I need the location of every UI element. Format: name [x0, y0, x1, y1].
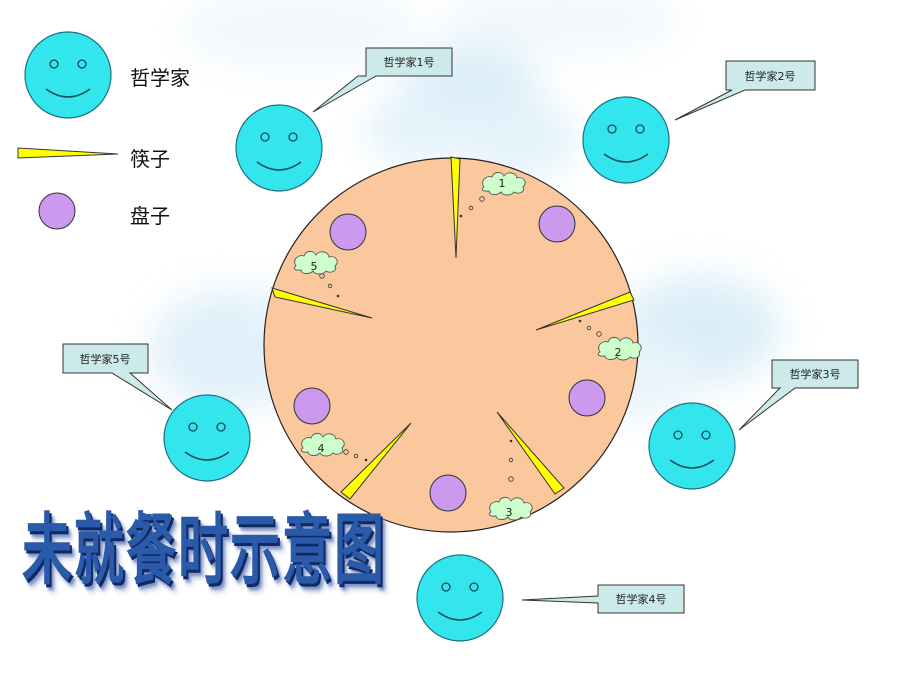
- callout-philosopher-5: 哲学家5号: [62, 343, 173, 411]
- legend-plate-icon: [38, 192, 76, 230]
- legend: [17, 31, 119, 230]
- chopstick-4: [340, 422, 412, 500]
- philosopher-5-face: [163, 394, 251, 482]
- callout-philosopher-2: 哲学家2号: [674, 60, 816, 121]
- callout-label-3: 哲学家3号: [790, 367, 841, 381]
- legend-philosopher-icon: [24, 31, 112, 119]
- callout-label-1: 哲学家1号: [384, 55, 435, 69]
- callout-philosopher-1: 哲学家1号: [312, 47, 453, 113]
- cloud-number-2: 2: [615, 346, 622, 359]
- chopstick-3: [496, 411, 565, 495]
- plate-5: [329, 213, 367, 251]
- thought-cloud-1: 1: [459, 171, 526, 218]
- legend-chopstick-label: 筷子: [130, 147, 170, 171]
- plate-2: [568, 379, 606, 417]
- callout-philosopher-3: 哲学家3号: [738, 359, 859, 431]
- thought-cloud-2: 2: [578, 319, 642, 361]
- chopstick-2: [535, 291, 635, 331]
- thought-cloud-3: 3: [488, 439, 533, 521]
- cloud-number-3: 3: [506, 506, 513, 519]
- callout-label-4: 哲学家4号: [616, 592, 667, 606]
- callout-philosopher-4: 哲学家4号: [521, 584, 685, 614]
- cloud-number-1: 1: [499, 177, 506, 190]
- chopstick-5: [271, 287, 373, 319]
- callout-label-5: 哲学家5号: [80, 352, 131, 366]
- cloud-number-4: 4: [318, 442, 325, 455]
- thought-cloud-5: 5: [293, 250, 340, 298]
- diagram-title: 未就餐时示意图: [22, 503, 386, 595]
- plate-3: [429, 474, 467, 512]
- philosopher-4-face: [416, 554, 504, 642]
- philosopher-1-face: [235, 104, 323, 192]
- legend-chopstick-icon: [17, 147, 119, 159]
- callout-label-2: 哲学家2号: [745, 69, 796, 83]
- cloud-number-5: 5: [311, 260, 318, 273]
- thought-cloud-4: 4: [300, 432, 368, 462]
- chopstick-1: [450, 156, 461, 259]
- philosopher-3-face: [648, 402, 736, 490]
- plate-4: [293, 387, 331, 425]
- legend-philosopher-label: 哲学家: [130, 66, 190, 90]
- philosopher-2-face: [582, 96, 670, 184]
- plate-1: [538, 205, 576, 243]
- legend-plate-label: 盘子: [130, 204, 170, 228]
